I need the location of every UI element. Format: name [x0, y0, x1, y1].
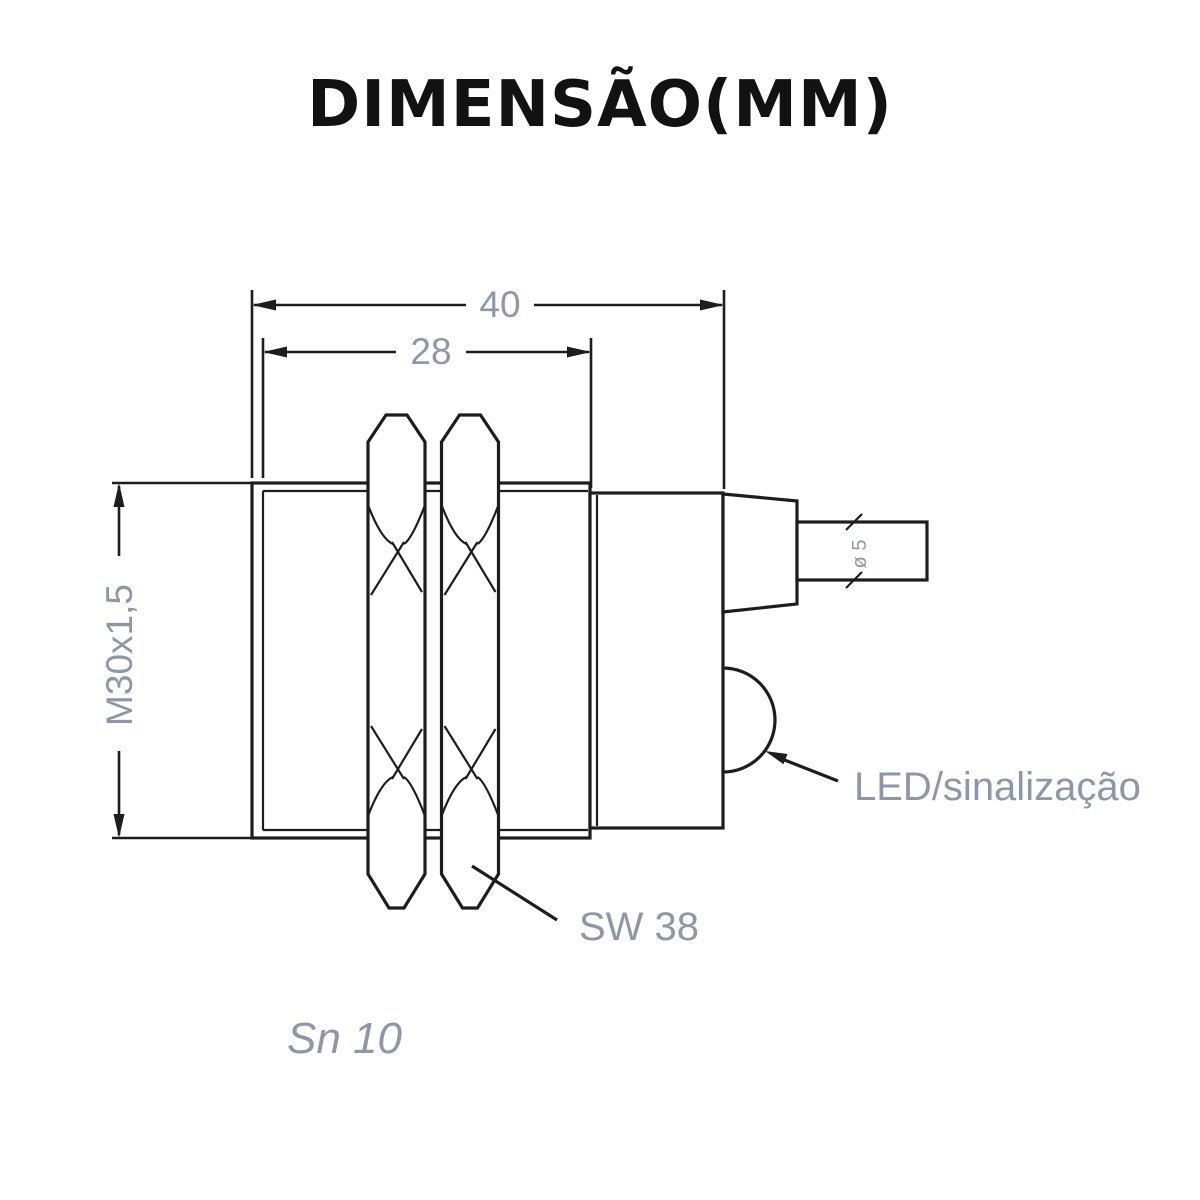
page-title: DIMENSÃO(MM) [307, 68, 893, 142]
thread-spec-value: M30x1,5 [99, 584, 140, 726]
leader-arrowhead [765, 751, 788, 765]
arrowhead [700, 299, 724, 311]
cable-diameter-dimension: ø 5 [845, 513, 871, 589]
nut-facet-line [370, 541, 405, 596]
hex-nut-outline [366, 413, 427, 910]
nut-facet-arc [366, 504, 394, 546]
arrowhead [113, 483, 125, 507]
nut-facet-arc [403, 504, 427, 545]
wrench-leader-line [471, 864, 558, 922]
wrench-size-callout: SW 38 [471, 864, 699, 949]
tick-mark [845, 513, 863, 531]
arrowhead [263, 346, 287, 358]
thread-length-dimension: 28 [261, 331, 593, 488]
thread-length-value: 28 [410, 331, 451, 372]
nut-facet-arc [403, 776, 427, 817]
nut-facet-arc [366, 775, 394, 817]
nut-facet-line [391, 541, 423, 593]
overall-length-value: 40 [479, 284, 520, 325]
cable-gland [721, 492, 799, 614]
tick-mark [845, 571, 863, 589]
thread-diameter-dimension: M30x1,5 [99, 481, 266, 840]
cable [795, 520, 929, 582]
wrench-size-label: SW 38 [579, 905, 699, 949]
overall-length-dimension: 40 [250, 284, 726, 489]
nut-facet-line [370, 725, 405, 780]
led-leader-line [781, 757, 839, 783]
sensing-range-label: Sn 10 [287, 1014, 403, 1063]
arrowhead [113, 814, 125, 838]
led-dome [722, 666, 777, 774]
arrowhead [252, 299, 276, 311]
sensor-body [250, 481, 929, 840]
hex-nut [439, 413, 501, 910]
nut-facet-line [391, 728, 423, 780]
led-label: LED/sinalização [854, 765, 1141, 809]
led-indicator: LED/sinalização [722, 666, 1141, 809]
cable-diameter-value: ø 5 [849, 540, 871, 569]
arrowhead [567, 346, 591, 358]
rear-housing [588, 491, 725, 830]
hex-nut [366, 413, 427, 910]
